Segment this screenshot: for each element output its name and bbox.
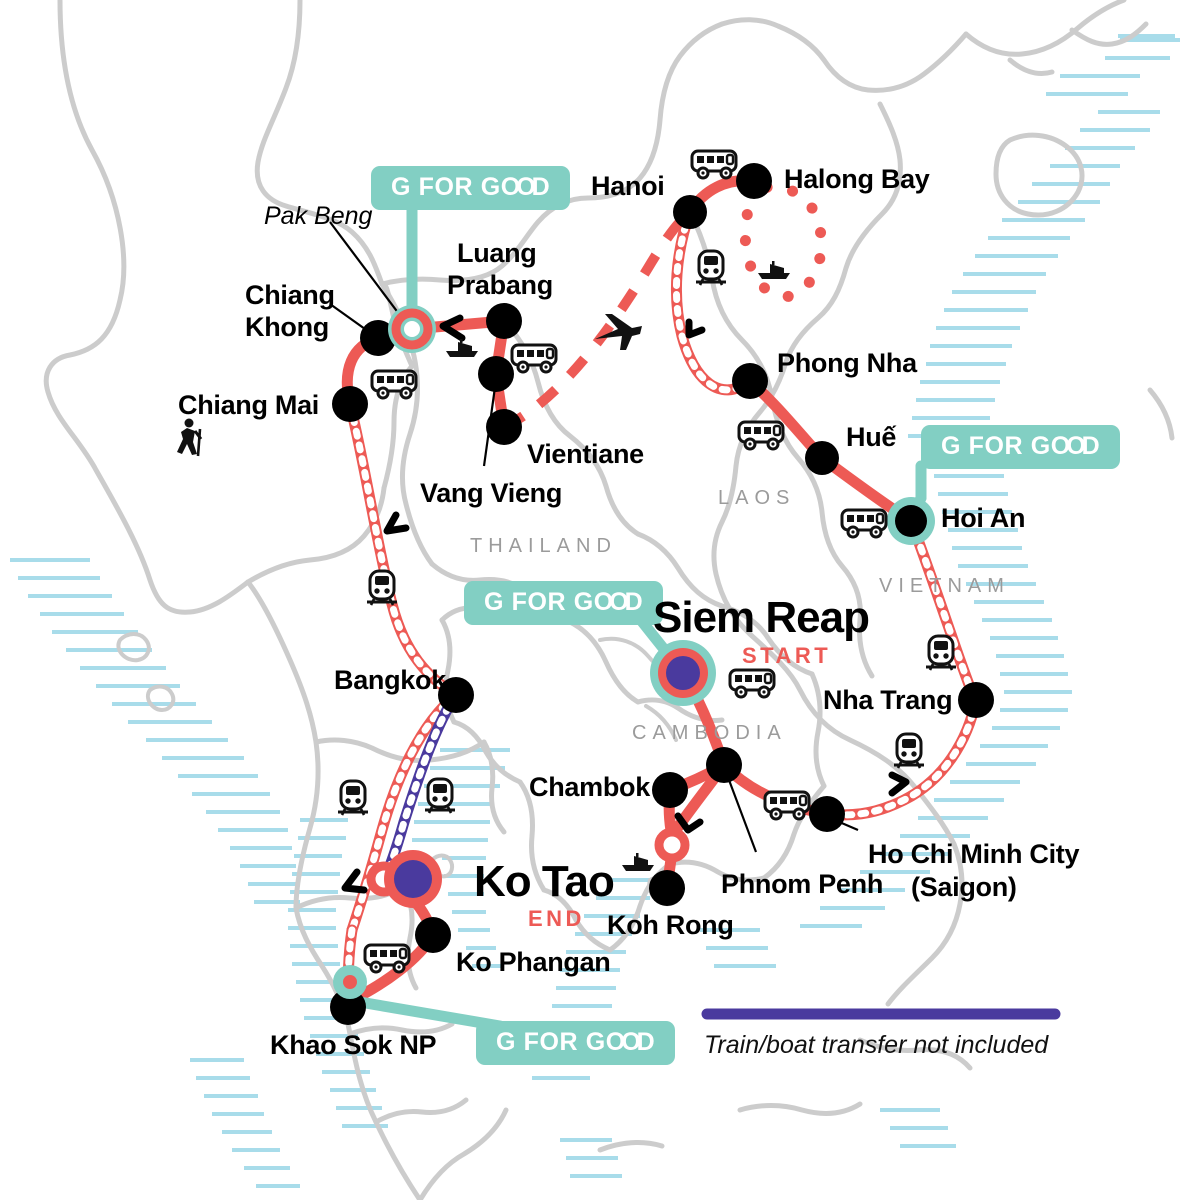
city-label-ho-chi-minh-city: Ho Chi Minh City <box>868 839 1080 869</box>
country-label-laos: LAOS <box>718 487 796 509</box>
badge-text-a: G FOR G <box>391 173 501 201</box>
node-pak-beng[interactable] <box>388 305 436 353</box>
city-label-siem-reap: Siem Reap <box>653 593 870 642</box>
city-label-nha-trang: Nha Trang <box>823 685 953 715</box>
country-borders <box>43 0 1175 1200</box>
city-label-pak-beng: Pak Beng <box>264 202 373 230</box>
badge-text-a: G FOR G <box>484 588 594 616</box>
country-label-thailand: THAILAND <box>470 535 617 557</box>
start-marker-siem-reap[interactable] <box>650 640 716 706</box>
node-junction-ring[interactable] <box>654 827 690 863</box>
city-label-bangkok: Bangkok <box>334 665 446 695</box>
end-marker-ko-tao[interactable] <box>384 850 442 908</box>
city-label-chiang-mai: Chiang Mai <box>178 390 320 420</box>
g-for-good-badge[interactable]: G FOR GOOD <box>464 581 664 625</box>
badge-text-oo: OO <box>605 1028 641 1056</box>
city-nodes[interactable] <box>330 163 994 1025</box>
legend-label: Train/boat transfer not included <box>704 1031 1049 1059</box>
country-label-vietnam: VIETNAM <box>879 575 1010 597</box>
g-for-good-badge[interactable]: G FOR GOOD <box>476 1021 676 1065</box>
badge-text-b: D <box>624 588 644 616</box>
city-label-ko-phangan: Ko Phangan <box>456 947 611 977</box>
city-label-ko-tao: Ko Tao <box>474 857 615 906</box>
city-label-vientiane: Vientiane <box>527 439 644 469</box>
city-label-phong-nha: Phong Nha <box>777 348 917 378</box>
city-label-khao-sok-np: Khao Sok NP <box>270 1030 437 1060</box>
city-label-vang-vieng: Vang Vieng <box>420 478 563 508</box>
badge-text-a: G FOR G <box>496 1028 606 1056</box>
ocean-hatching <box>10 34 1180 1188</box>
country-label-cambodia: CAMBODIA <box>632 722 787 744</box>
boat-route-dotted <box>739 181 827 303</box>
g-for-good-badge[interactable]: G FOR GOOD <box>921 425 1121 469</box>
city-label-chambok: Chambok <box>529 772 650 802</box>
city-label-chiang-khong-line2: Khong <box>245 312 329 342</box>
start-label: START <box>742 643 832 668</box>
node-khao-sok-junction[interactable] <box>333 965 367 999</box>
end-label: END <box>528 906 585 931</box>
badge-text-oo: OO <box>1050 432 1086 460</box>
badge-text-b: D <box>1081 432 1101 460</box>
city-label-chiang-khong-line1: Chiang <box>245 280 335 310</box>
badge-text-oo: OO <box>593 588 629 616</box>
g-for-good-badge[interactable]: G FOR GOOD <box>371 166 571 210</box>
flight-route-dashed <box>501 208 694 432</box>
city-label-hue: Huế <box>846 422 897 452</box>
city-label-hanoi: Hanoi <box>591 171 665 201</box>
direction-arrows <box>341 314 910 894</box>
badge-text-b: D <box>636 1028 656 1056</box>
city-label-hoi-an: Hoi An <box>941 503 1026 533</box>
city-label-halong-bay: Halong Bay <box>784 164 930 194</box>
city-label-saigon: (Saigon) <box>911 872 1017 902</box>
city-label-phnom-penh: Phnom Penh <box>721 869 884 899</box>
city-label-luang-prabang-line1: Luang <box>457 238 537 268</box>
badge-text-b: D <box>531 173 551 201</box>
badge-text-a: G FOR G <box>941 432 1051 460</box>
city-label-koh-rong: Koh Rong <box>607 910 734 940</box>
node-hoi-an-g-for-good[interactable] <box>887 497 935 545</box>
city-label-luang-prabang-line2: Prabang <box>447 270 553 300</box>
badge-text-oo: OO <box>500 173 536 201</box>
